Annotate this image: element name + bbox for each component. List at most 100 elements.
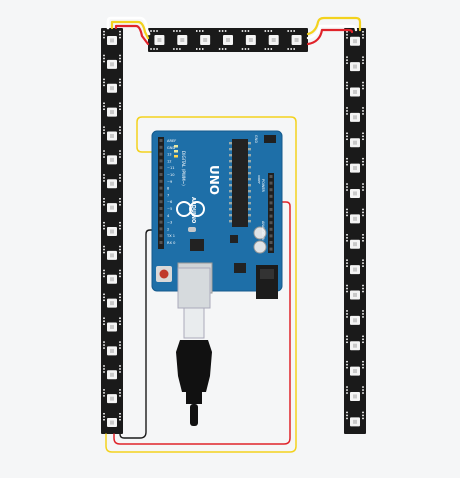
- strip-pad: [346, 392, 348, 394]
- strip-pad: [346, 287, 348, 290]
- pin-label: ~6: [167, 200, 173, 204]
- strip-pad: [119, 347, 121, 349]
- reset-button: [159, 269, 169, 279]
- header-pin: [269, 214, 273, 218]
- led-die: [110, 38, 114, 43]
- usb-chip: [190, 239, 204, 251]
- strip-pad: [119, 392, 121, 394]
- strip-pad: [103, 293, 105, 296]
- pin-label: 2: [167, 227, 169, 231]
- usb-strain-relief: [186, 392, 202, 404]
- strip-pad: [119, 224, 121, 227]
- digital-header: [158, 137, 164, 249]
- strip-pad: [362, 240, 364, 242]
- strip-pad: [287, 48, 289, 50]
- chip-leg: [248, 190, 251, 193]
- wire-ground-black: [119, 229, 161, 439]
- power-header: [268, 173, 274, 253]
- strip-pad: [103, 415, 105, 418]
- atmega-chip: [232, 139, 248, 227]
- strip-pad: [362, 135, 364, 138]
- strip-pad: [346, 113, 348, 115]
- led-die: [353, 166, 357, 171]
- wire-jumper-right-red: [306, 28, 354, 46]
- strip-pad: [119, 293, 121, 296]
- chip-leg: [248, 166, 251, 169]
- strip-pad: [150, 48, 152, 50]
- strip-pad: [103, 299, 105, 302]
- arduino-uno-board[interactable]: UNO ARDUINO DIGITAL (PWM~) POWER ANALOG …: [151, 130, 283, 299]
- led-die: [203, 38, 208, 42]
- strip-pad: [103, 389, 105, 391]
- strip-pad: [346, 84, 348, 87]
- strip-pad: [346, 56, 348, 58]
- led-strip-top: [148, 28, 308, 52]
- strip-pad: [346, 411, 348, 414]
- strip-pad: [119, 180, 121, 182]
- header-pin: [159, 152, 163, 156]
- strip-pad: [346, 363, 348, 366]
- strip-pad: [103, 365, 105, 367]
- strip-pad: [119, 418, 121, 421]
- strip-pad: [264, 30, 267, 32]
- digital-header-label: DIGITAL (PWM~): [181, 151, 186, 186]
- strip-pad: [103, 317, 105, 319]
- led-die: [353, 369, 357, 374]
- header-pin: [269, 247, 273, 251]
- strip-pad: [103, 204, 105, 206]
- header-pin: [269, 181, 273, 185]
- usb-b-cable[interactable]: [176, 267, 212, 426]
- strip-pad: [119, 248, 121, 251]
- uno-label: UNO: [207, 165, 221, 195]
- strip-pad: [362, 284, 364, 287]
- pin-label: ~3: [167, 221, 172, 225]
- pin-label: 12: [167, 159, 172, 163]
- strip-pad: [362, 417, 364, 420]
- strip-pad: [244, 48, 247, 50]
- strip-pad: [218, 30, 221, 32]
- header-pin: [159, 241, 163, 244]
- strip-pad: [176, 30, 178, 32]
- strip-pad: [103, 418, 105, 421]
- chip-leg: [229, 208, 232, 211]
- strip-pad: [103, 371, 105, 373]
- strip-pad: [103, 129, 105, 131]
- strip-pad: [362, 163, 364, 166]
- led-die: [110, 133, 114, 138]
- pin-label: GND: [167, 146, 175, 150]
- strip-pad: [346, 59, 348, 61]
- strip-pad: [346, 284, 348, 287]
- strip-pad: [119, 177, 121, 179]
- header-pin: [159, 145, 163, 149]
- strip-pad: [119, 132, 121, 134]
- crystal: [188, 227, 196, 232]
- led-strip-left: [101, 28, 123, 434]
- strip-pad: [346, 34, 348, 36]
- strip-pad: [103, 180, 105, 182]
- header-pin: [269, 175, 273, 178]
- pin-label: ~5: [167, 207, 172, 211]
- wire-power-red: [113, 201, 291, 445]
- capacitor: [253, 240, 267, 254]
- strip-pad: [202, 48, 204, 50]
- strip-pad: [346, 341, 348, 344]
- chip-leg: [248, 178, 251, 181]
- status-led: [174, 145, 178, 148]
- strip-pad: [103, 412, 105, 415]
- header-pin: [159, 234, 163, 238]
- strip-pad: [362, 237, 364, 239]
- strip-pad: [346, 62, 348, 64]
- chip-leg: [248, 160, 251, 163]
- board-pcb: [151, 130, 283, 292]
- usb-plug-housing: [183, 307, 205, 339]
- gnd-label: GND: [254, 135, 258, 143]
- strip-pad: [362, 335, 364, 338]
- strip-pad: [346, 87, 348, 90]
- strip-pad: [346, 262, 348, 264]
- strip-pad: [362, 287, 364, 290]
- strip-pad: [362, 107, 364, 109]
- strip-pad: [103, 150, 105, 152]
- strip-pad: [362, 290, 364, 293]
